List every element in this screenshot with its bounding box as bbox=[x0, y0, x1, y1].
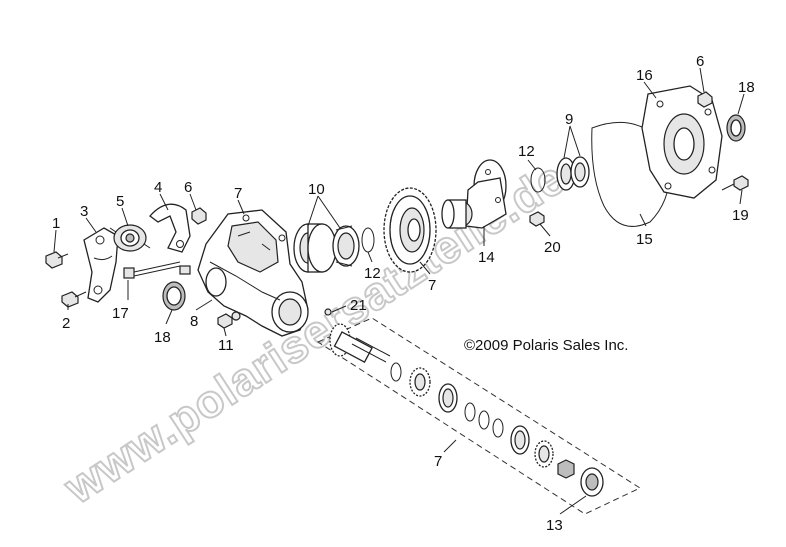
callout-5: 5 bbox=[116, 193, 124, 210]
pinion-spacer bbox=[390, 362, 402, 382]
copyright-notice: ©2009 Polaris Sales Inc. bbox=[464, 337, 628, 354]
pinion-shim-1 bbox=[464, 402, 476, 422]
nut-part-6-right bbox=[697, 91, 713, 108]
pinion-bearing-inner bbox=[409, 367, 431, 397]
callout-20: 20 bbox=[544, 239, 561, 256]
callout-7-pinion: 7 bbox=[434, 453, 442, 470]
pinion-race-outer bbox=[510, 425, 530, 455]
housing-cover-part-16 bbox=[641, 85, 723, 199]
bolt-part-8 bbox=[231, 311, 241, 321]
callout-2: 2 bbox=[62, 315, 70, 332]
callout-8: 8 bbox=[190, 313, 198, 330]
callout-18-left: 18 bbox=[154, 329, 171, 346]
ring-gear-part-7 bbox=[383, 187, 437, 273]
snap-ring-part-12-left bbox=[361, 227, 375, 253]
callout-16: 16 bbox=[636, 67, 653, 84]
callout-7-ring-gear: 7 bbox=[428, 277, 436, 294]
callout-7-housing: 7 bbox=[234, 185, 242, 202]
pinion-bearing-outer bbox=[534, 440, 554, 468]
callout-1: 1 bbox=[52, 215, 60, 232]
callout-18-right: 18 bbox=[738, 79, 755, 96]
callout-4: 4 bbox=[154, 179, 162, 196]
callout-10: 10 bbox=[308, 181, 325, 198]
pinion-shim-3 bbox=[492, 418, 504, 438]
mount-bracket-part-3 bbox=[83, 227, 119, 303]
callout-6-left: 6 bbox=[184, 179, 192, 196]
pinion-seal-part-13 bbox=[580, 467, 604, 497]
bolt-part-20 bbox=[529, 211, 545, 227]
mount-bracket-part-4 bbox=[149, 203, 191, 253]
bolt-part-1 bbox=[45, 251, 69, 269]
pinion-gear bbox=[329, 323, 391, 363]
callout-14: 14 bbox=[478, 249, 495, 266]
pinion-nut bbox=[557, 459, 575, 479]
snap-ring-part-12-right bbox=[530, 167, 546, 193]
nut-part-6-left bbox=[191, 207, 207, 225]
pin-part-21 bbox=[324, 308, 332, 316]
bearing-part-10 bbox=[293, 223, 360, 273]
seal-part-18-left bbox=[162, 281, 186, 311]
leader-lines bbox=[53, 67, 745, 515]
callout-9: 9 bbox=[565, 111, 573, 128]
bushing-part-5 bbox=[109, 224, 151, 252]
pinion-shim-2 bbox=[478, 410, 490, 430]
sleeve-part-17 bbox=[123, 261, 181, 279]
callout-12-left: 12 bbox=[364, 265, 381, 282]
bolt-part-19 bbox=[721, 175, 749, 191]
callout-6-right: 6 bbox=[696, 53, 704, 70]
callout-17: 17 bbox=[112, 305, 129, 322]
plug-part-11 bbox=[217, 313, 233, 329]
pinion-race bbox=[438, 383, 458, 413]
callout-13: 13 bbox=[546, 517, 563, 534]
callout-3: 3 bbox=[80, 203, 88, 220]
pinion-assembly-outline bbox=[316, 317, 642, 515]
callout-19: 19 bbox=[732, 207, 749, 224]
callout-11: 11 bbox=[218, 337, 234, 354]
bearing-part-9 bbox=[556, 156, 590, 191]
callout-15: 15 bbox=[636, 231, 653, 248]
callout-21: 21 bbox=[350, 297, 367, 314]
bolt-part-2 bbox=[61, 291, 87, 308]
callout-12-right: 12 bbox=[518, 143, 535, 160]
differential-housing-part-7 bbox=[179, 209, 309, 337]
seal-part-18-right bbox=[726, 114, 746, 142]
differential-case-part-14 bbox=[441, 159, 507, 229]
